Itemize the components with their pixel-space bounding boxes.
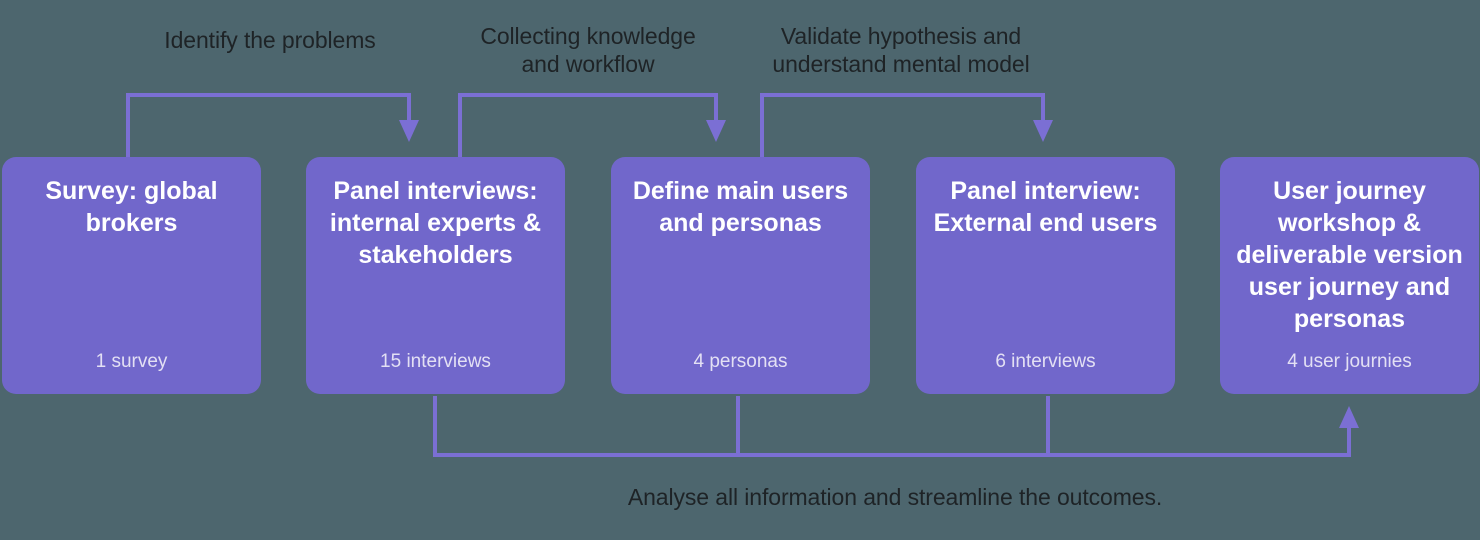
card-title: Survey: global brokers [45,177,218,237]
card-title: Panel interviews: internal experts & sta… [329,177,542,269]
connector-collecting-knowledge-and-workflow [458,93,726,157]
phase-label-validate-hypothesis: Validate hypothesis and understand menta… [772,23,1030,77]
process-card-panel-interviews-internal[interactable]: Panel interviews: internal experts & sta… [306,157,565,394]
bottom-caption-analyse-all-information: Analyse all information and streamline t… [627,484,1163,510]
card-title: Define main users and personas [632,177,849,237]
connector-validate-hypothesis [760,93,1053,157]
phase-label-identify-the-problems: Identify the problems [164,27,376,53]
card-metric: 4 personas [693,351,788,372]
connector-identify-the-problems [126,93,419,157]
connector-analyse-all-information [433,396,1359,457]
process-card-panel-interview-external[interactable]: Panel interview: External end users 6 in… [916,157,1175,394]
process-card-define-main-users-personas[interactable]: Define main users and personas 4 persona… [611,157,870,394]
card-metric: 4 user journies [1287,351,1412,372]
process-card-user-journey-workshop[interactable]: User journey workshop & deliverable vers… [1220,157,1479,394]
card-title: Panel interview: External end users [933,177,1158,237]
card-metric: 15 interviews [380,351,491,372]
process-card-survey-global-brokers[interactable]: Survey: global brokers 1 survey [2,157,261,394]
card-title: User journey workshop & deliverable vers… [1236,177,1463,333]
phase-label-collecting-knowledge: Collecting knowledge and workflow [480,23,696,77]
card-metric: 6 interviews [995,351,1096,372]
card-metric: 1 survey [95,351,168,372]
